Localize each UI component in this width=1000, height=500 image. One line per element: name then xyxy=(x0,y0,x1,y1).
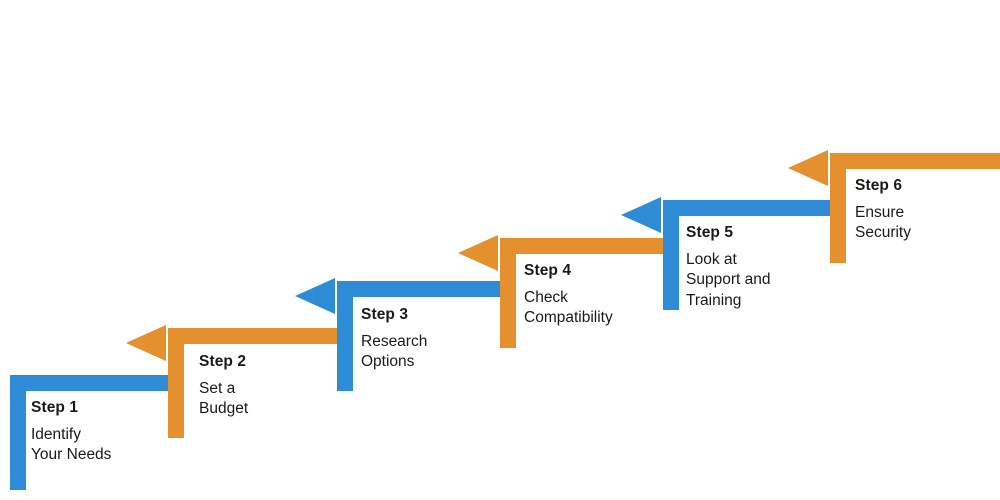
step-5-left-stem xyxy=(663,200,679,310)
step-2-shape[interactable] xyxy=(126,325,337,438)
step-2-description: Set a Budget xyxy=(199,379,248,420)
step-6-left-stem xyxy=(830,153,846,263)
step-2-description-line: Set a xyxy=(199,379,236,397)
step-1-top-bar xyxy=(10,375,168,391)
step-4-description-line: Compatibility xyxy=(524,309,613,326)
step-3-description-line: Research xyxy=(361,332,428,350)
step-1-description-line: Identify xyxy=(31,425,81,443)
step-5-description-line: Look at xyxy=(686,250,737,268)
step-2-title: Step 2 xyxy=(199,353,247,370)
step-3-top-bar xyxy=(337,281,500,297)
step-6-title: Step 6 xyxy=(855,177,903,194)
step-1-description-line: Your Needs xyxy=(31,446,112,463)
step-1-left-stem xyxy=(10,375,26,490)
step-6-description-line: Ensure xyxy=(855,203,905,221)
step-5-description-line: Training xyxy=(686,291,742,309)
step-3-shape[interactable] xyxy=(295,278,500,391)
step-6-shape[interactable] xyxy=(788,150,1000,263)
step-4-description-line: Check xyxy=(524,288,568,306)
step-2-top-bar xyxy=(168,328,337,344)
step-2-description-line: Budget xyxy=(199,400,249,417)
step-3-title: Step 3 xyxy=(361,306,409,323)
step-5-title: Step 5 xyxy=(686,224,734,241)
step-6-description-line: Security xyxy=(855,224,911,241)
step-5-top-bar xyxy=(663,200,830,216)
step-4-arrow-left-icon xyxy=(458,235,498,271)
step-1-shape[interactable] xyxy=(10,375,168,490)
step-6-arrow-left-icon xyxy=(788,150,828,186)
step-4-top-bar xyxy=(500,238,663,254)
step-4-shape[interactable] xyxy=(458,235,663,348)
step-5-description-line: Support and xyxy=(686,271,771,288)
step-6-top-bar xyxy=(830,153,1000,169)
step-2-left-stem xyxy=(168,328,184,438)
step-1-title: Step 1 xyxy=(31,399,79,416)
step-4-left-stem xyxy=(500,238,516,348)
step-3-description-line: Options xyxy=(361,353,415,370)
step-5-shape[interactable] xyxy=(621,197,830,310)
step-5-arrow-left-icon xyxy=(621,197,661,233)
step-2-arrow-left-icon xyxy=(126,325,166,361)
step-2-label-block: Step 2 Set a Budget xyxy=(199,354,248,420)
step-3-arrow-left-icon xyxy=(295,278,335,314)
step-4-title: Step 4 xyxy=(524,262,572,279)
step-3-left-stem xyxy=(337,281,353,391)
